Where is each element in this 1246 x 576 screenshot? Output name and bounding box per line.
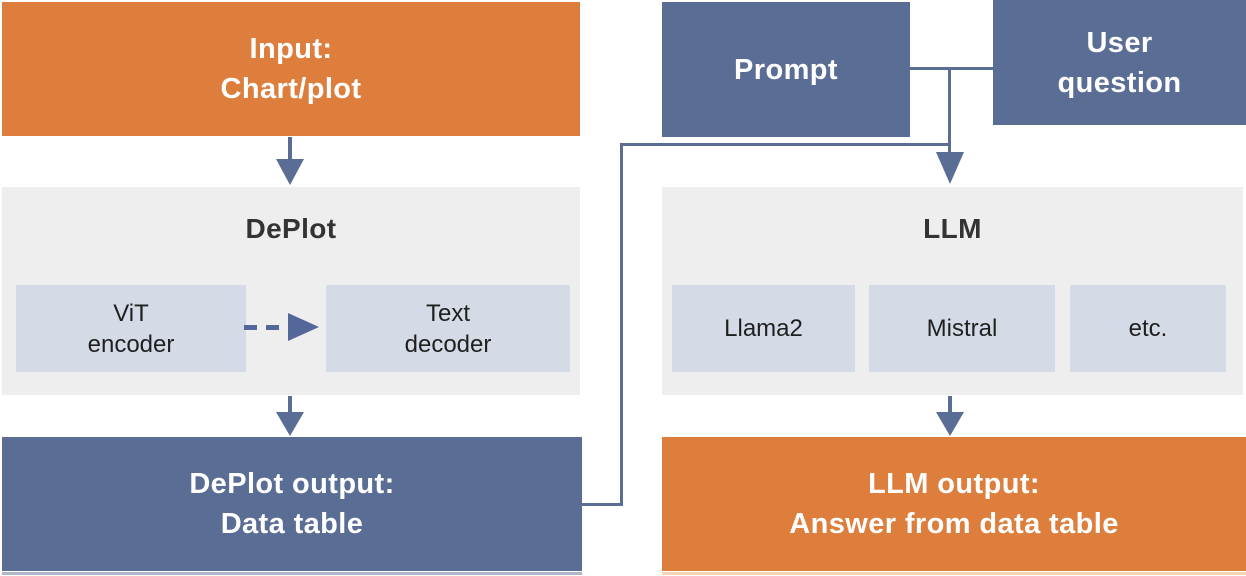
slide-edge-line-left [2, 572, 582, 575]
llm-output-label-line1: LLM output: [868, 468, 1040, 500]
etc-label: etc. [1128, 315, 1168, 342]
etc-box: etc. [1070, 285, 1226, 372]
connector-down-to-llm [948, 67, 951, 154]
llm-panel-title: LLM [923, 213, 982, 244]
mistral-box: Mistral [869, 285, 1055, 372]
prompt-box: Prompt [662, 2, 910, 137]
connector-prompt-to-user-question [910, 67, 993, 70]
deplot-output-box: DePlot output: Data table [2, 437, 582, 571]
connector-datatable-vertical [620, 143, 623, 506]
arrow-head [276, 159, 304, 185]
deplot-panel-title: DePlot [245, 213, 337, 244]
arrow-deplot-to-output-icon [276, 396, 304, 436]
user-question-box: User question [993, 0, 1246, 125]
vit-encoder-box: ViT encoder [16, 285, 246, 372]
arrow-head [288, 313, 319, 341]
vit-encoder-label-line2: encoder [87, 330, 175, 358]
connector-from-deplot-output [582, 503, 623, 506]
input-chart-label-line2: Chart/plot [220, 73, 362, 105]
llm-output-box: LLM output: Answer from data table [662, 437, 1246, 571]
arrow-head-into-llm [936, 152, 964, 184]
arrow-stem [948, 396, 952, 412]
input-chart-label-line1: Input: [249, 33, 333, 65]
mistral-label: Mistral [926, 315, 998, 342]
arrow-stem [288, 137, 292, 159]
dash [244, 324, 257, 330]
text-decoder-label-line1: Text [425, 299, 470, 327]
dash [266, 324, 279, 330]
arrow-llm-to-output-icon [936, 396, 964, 436]
user-question-label-line2: question [1057, 66, 1182, 99]
vit-encoder-label-line1: ViT [113, 299, 149, 327]
arrow-stem [288, 396, 292, 412]
connector-datatable-to-llm-horizontal [620, 143, 951, 146]
input-chart-box: Input: Chart/plot [2, 2, 580, 136]
text-decoder-box: Text decoder [326, 285, 570, 372]
prompt-label: Prompt [734, 53, 838, 86]
text-decoder-label-line2: decoder [404, 330, 492, 358]
slide-edge-line-right [662, 572, 1246, 575]
dashed-arrow-encoder-to-decoder-icon [244, 313, 324, 341]
llama2-label: Llama2 [724, 315, 803, 342]
arrow-head [276, 412, 304, 436]
llm-output-label-line2: Answer from data table [789, 508, 1119, 540]
llama2-box: Llama2 [672, 285, 855, 372]
user-question-label-line1: User [1086, 26, 1153, 59]
arrow-input-to-deplot-icon [276, 137, 304, 185]
deplot-output-label-line2: Data table [220, 508, 364, 540]
arrow-head [936, 412, 964, 436]
deplot-output-label-line1: DePlot output: [189, 468, 395, 500]
